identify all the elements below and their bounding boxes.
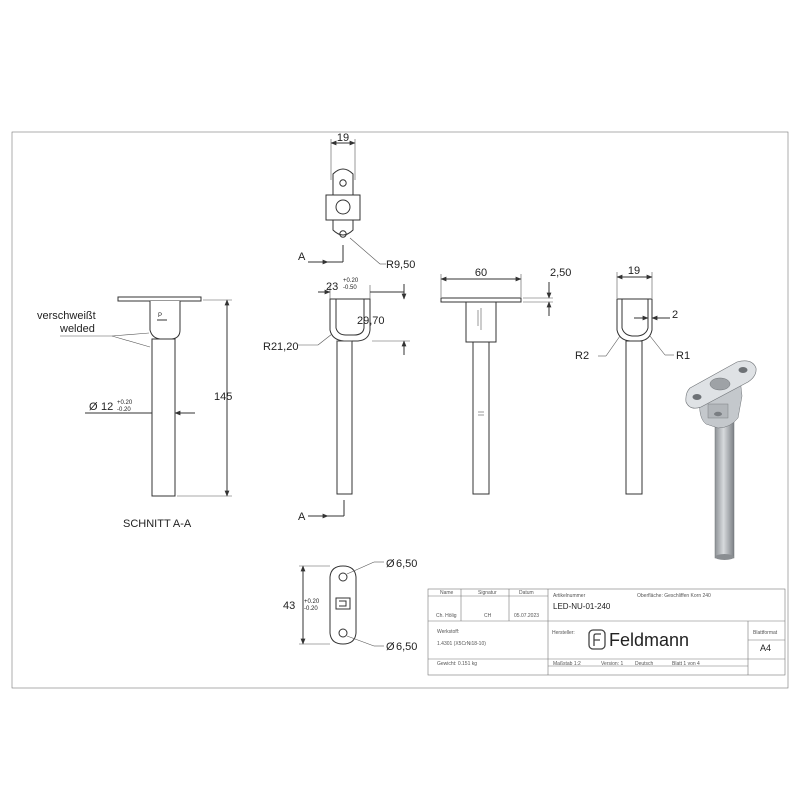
dim-hole-bottom: 6,50 — [396, 641, 417, 653]
section-detail-glyph: P — [158, 313, 162, 319]
tb-date: 05.07.2023 — [514, 613, 539, 619]
tb-sheet: Blatt 1 von 4 — [672, 661, 700, 667]
right-view: 19 2 R2 R1 — [575, 265, 690, 495]
dim-hole-bottom-symbol: Ø — [386, 641, 395, 653]
tb-sheet-format-label: Blattformat — [753, 630, 778, 636]
tb-name: Ch. Hölig — [436, 613, 457, 619]
section-marker-a-top: A — [298, 251, 306, 263]
dim-length: 145 — [214, 391, 232, 403]
tb-weight: Gewicht: 0.151 kg — [437, 661, 477, 667]
feldmann-logo-icon — [588, 629, 606, 650]
dim-sec-tol-minus: -0.50 — [343, 285, 357, 291]
dim-right-width: 19 — [628, 265, 640, 277]
dim-side-width: 60 — [475, 267, 487, 279]
tb-language: Deutsch — [635, 661, 654, 667]
dim-bottom-tol-minus: -0.20 — [304, 606, 318, 612]
tb-col-signature: Signatur — [478, 590, 497, 596]
section-title: SCHNITT A-A — [123, 518, 192, 530]
dim-top-radius: R9,50 — [386, 259, 415, 271]
dim-side-thickness: 2,50 — [550, 267, 571, 279]
section-marker-a-bottom: A — [298, 511, 306, 523]
weld-label-de: verschweißt — [37, 310, 96, 322]
dim-sec-radius: R21,20 — [263, 341, 298, 353]
dim-dia-symbol: Ø — [89, 401, 98, 413]
weld-label-en: welded — [59, 323, 95, 335]
dim-sec-width: 23 — [326, 281, 338, 293]
sheet-border — [11, 131, 789, 689]
section-view: P verschweißt welded 145 Ø 12 +0.20 -0.2… — [37, 296, 232, 530]
tb-col-name: Name — [440, 590, 454, 596]
dim-right-r1: R1 — [676, 350, 690, 362]
dim-right-gap: 2 — [672, 309, 678, 321]
front-view: 23 +0.20 -0.50 29,70 R21,20 A — [263, 278, 410, 523]
dim-dia-tol-plus: +0.20 — [117, 400, 133, 406]
bottom-view: 43 +0.20 -0.20 Ø 6,50 Ø 6,50 — [283, 558, 417, 653]
dim-dia-tol-minus: -0.20 — [117, 407, 131, 413]
title-block: Name Signatur Datum Ch. Hölig CH 05.07.2… — [427, 588, 786, 676]
tb-col-date: Datum — [519, 590, 534, 596]
tb-article-number: LED-NU-01-240 — [553, 602, 611, 611]
dim-hole-top: 6,50 — [396, 558, 417, 570]
dim-bottom-height: 43 — [283, 600, 295, 612]
dim-hole-top-symbol: Ø — [386, 558, 395, 570]
dim-top-width: 19 — [337, 132, 349, 144]
side-view: 60 2,50 — [440, 267, 571, 495]
tb-signature: CH — [484, 613, 492, 619]
dim-bottom-tol-plus: +0.20 — [304, 599, 320, 605]
tb-sheet-format: A4 — [760, 643, 771, 653]
tb-brand: Feldmann — [609, 630, 689, 650]
tb-material: 1.4301 (X5CrNi18-10) — [437, 641, 486, 647]
dim-sec-tol-plus: +0.20 — [343, 278, 359, 284]
tb-manufacturer-label: Hersteller: — [552, 630, 575, 636]
tb-material-label: Werkstoff: — [437, 629, 459, 635]
dim-sec-height: 29,70 — [357, 315, 385, 327]
tb-scale: Maßstab 1:2 — [553, 661, 581, 667]
product-render — [685, 360, 757, 560]
top-view: 19 R9,50 A — [298, 132, 415, 271]
tb-version: Version: 1 — [601, 661, 623, 667]
tb-article-label: Artikelnummer — [553, 593, 586, 599]
tb-surface: Oberfläche: Geschliffen Korn 240 — [637, 593, 711, 599]
dim-diameter: 12 — [101, 401, 113, 413]
dim-right-r2: R2 — [575, 350, 589, 362]
